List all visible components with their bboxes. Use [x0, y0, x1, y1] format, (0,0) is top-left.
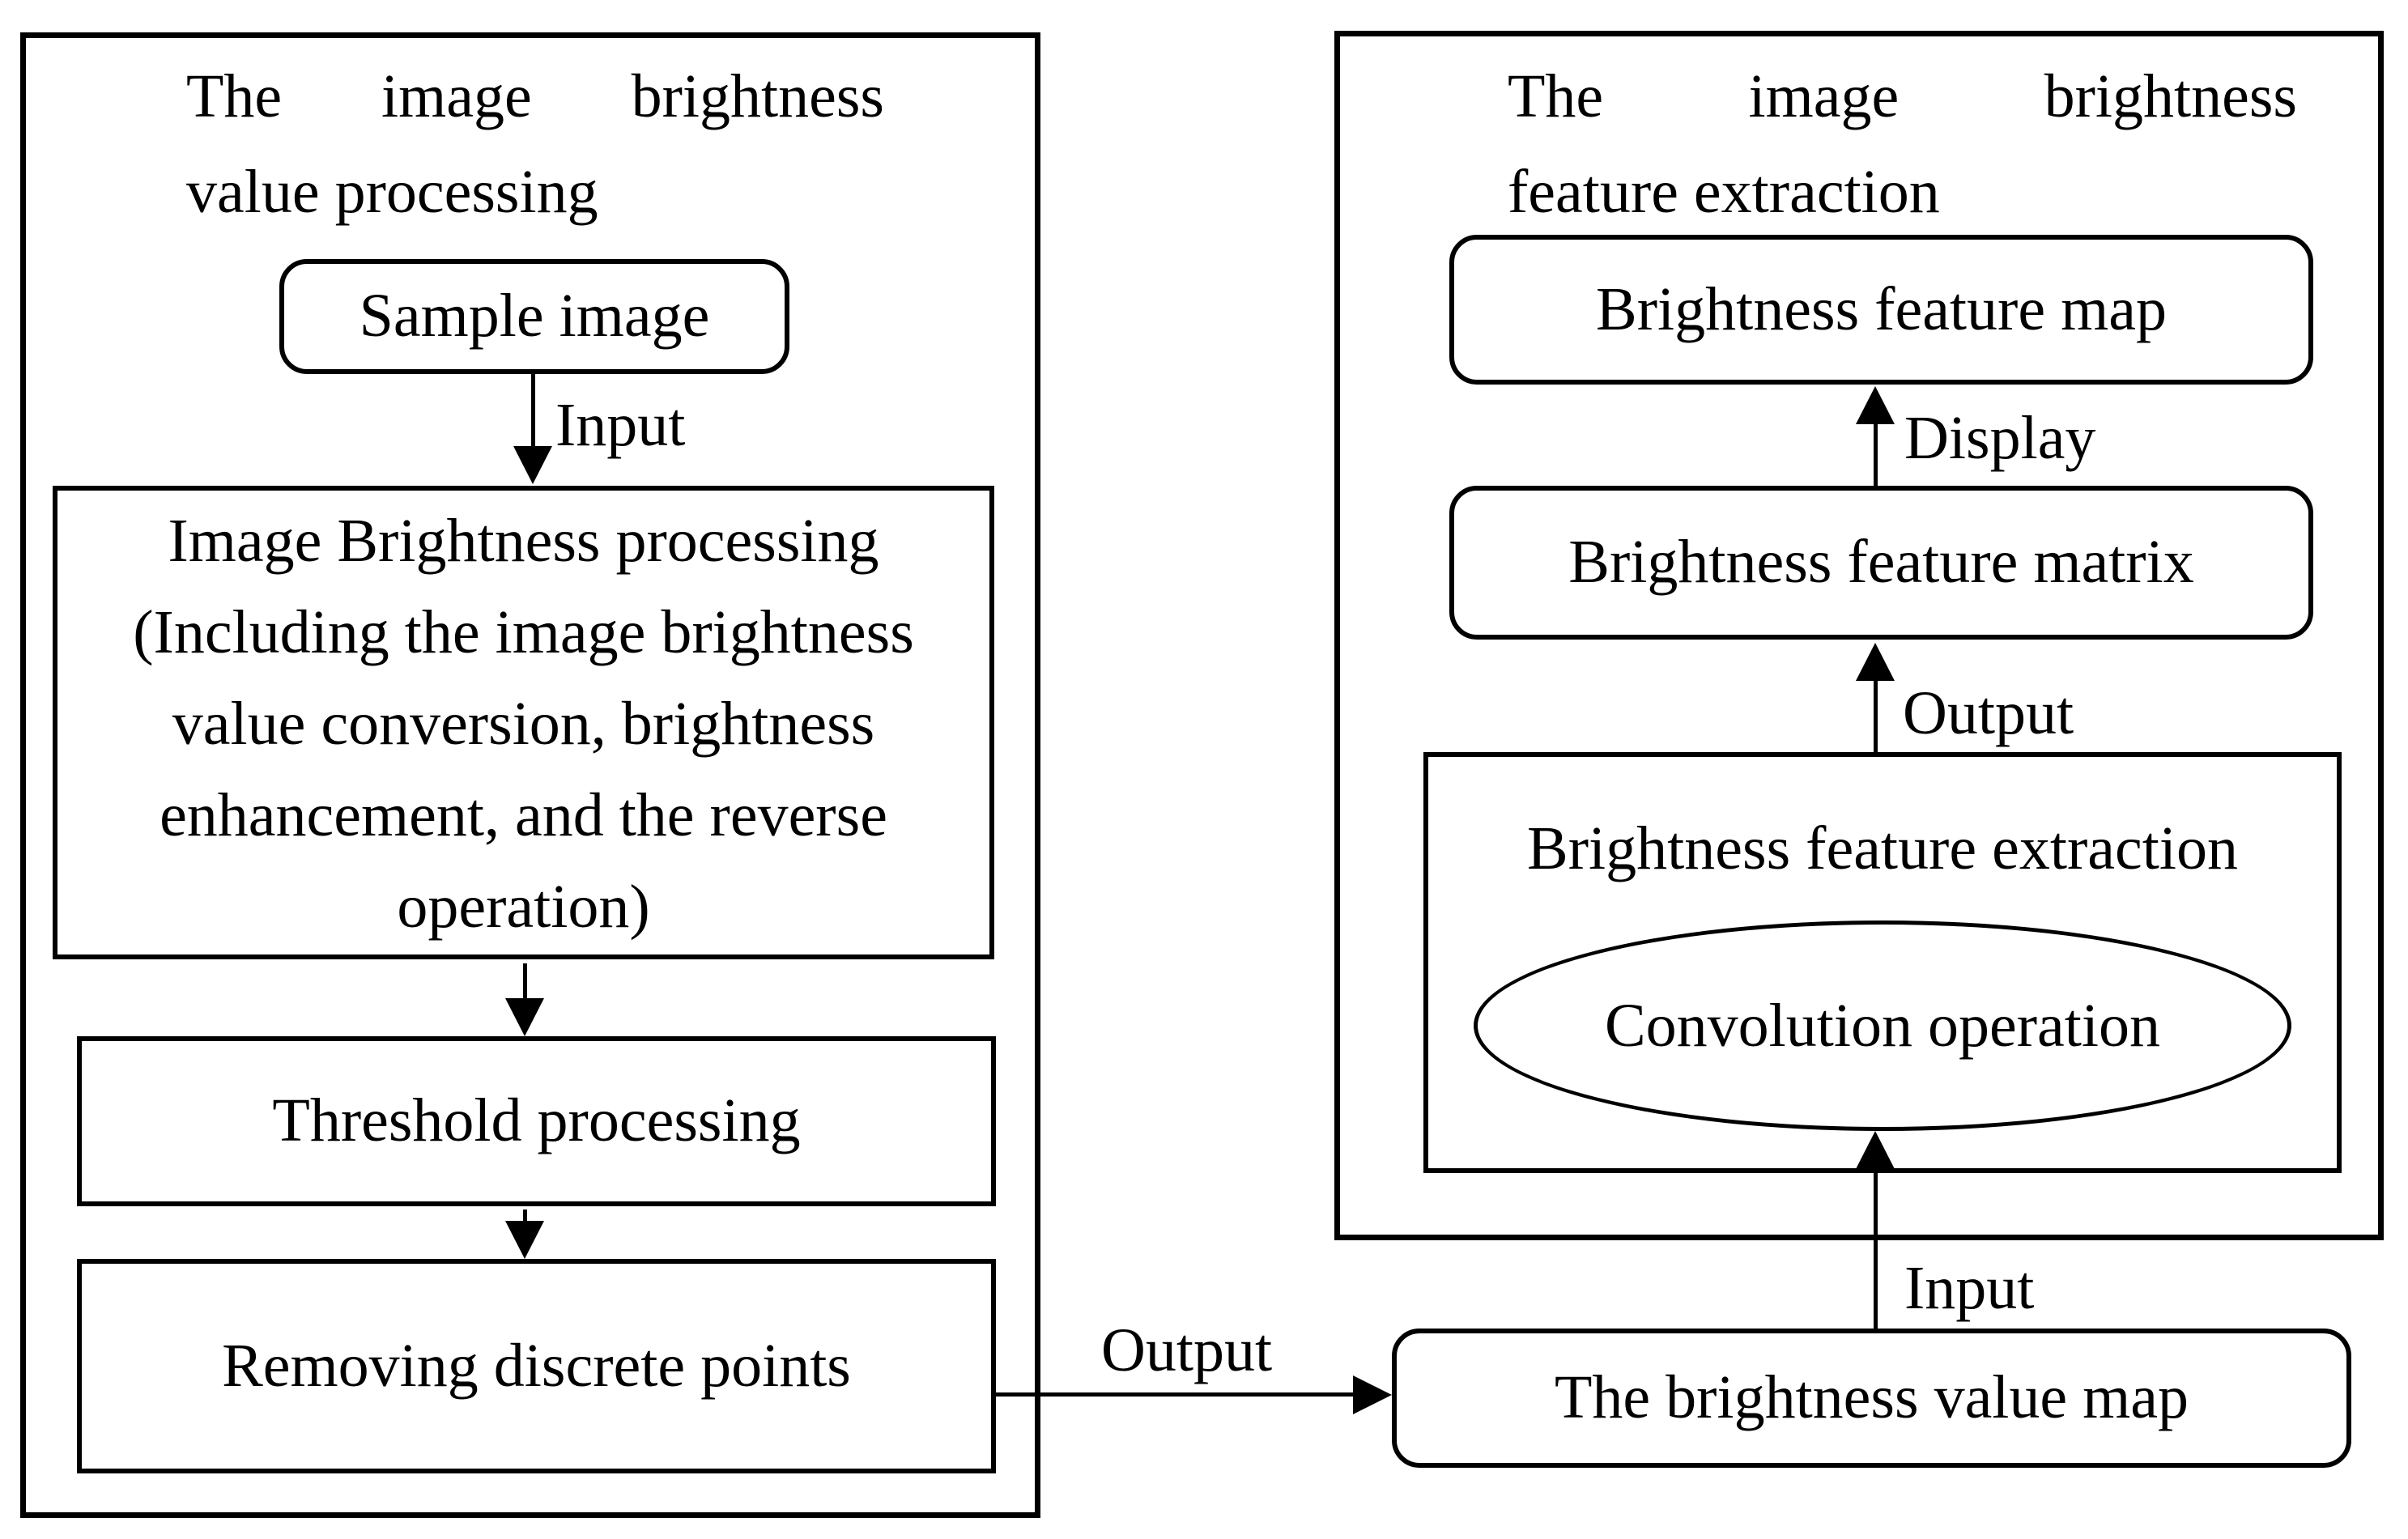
processing-to-threshold-arrowhead	[505, 998, 544, 1036]
convolution-operation-ellipse: Convolution operation	[1474, 920, 2291, 1131]
output-arrowhead-up	[1856, 643, 1895, 681]
input-arrowhead-up	[1856, 1131, 1895, 1169]
brightness-feature-map-box: Brightness feature map	[1449, 235, 2313, 385]
removing-discrete-points-label: Removing discrete points	[222, 1331, 851, 1400]
output-arrow-line	[1874, 678, 1878, 754]
output-connector-arrowhead	[1353, 1375, 1392, 1414]
display-label: Display	[1904, 404, 2096, 472]
brightness-feature-matrix-box: Brightness feature matrix	[1449, 486, 2313, 640]
display-arrow-line	[1874, 421, 1878, 487]
brightness-feature-extraction-label: Brightness feature extraction	[1527, 814, 2238, 882]
processing-box-line: value conversion, brightness	[172, 690, 875, 758]
brightness-value-map-label: The brightness value map	[1554, 1363, 2189, 1432]
brightness-feature-matrix-label: Brightness feature matrix	[1568, 528, 2194, 597]
threshold-processing-box: Threshold processing	[77, 1036, 996, 1206]
processing-box-line: Image Brightness processing	[168, 507, 879, 575]
processing-box-line: operation)	[397, 873, 650, 941]
input-label: Input	[555, 391, 686, 459]
right-panel-title-line2: feature extraction	[1508, 158, 1940, 226]
left-panel-title-line1: The image brightness	[186, 62, 884, 130]
input-arrow-line	[531, 374, 535, 451]
removing-discrete-points-box: Removing discrete points	[77, 1259, 996, 1473]
threshold-to-removing-arrow-line	[523, 1210, 527, 1226]
right-panel-title: The image brightness feature extraction	[1508, 49, 2297, 240]
output-connector-label: Output	[1101, 1316, 1273, 1384]
right-panel-title-line1: The image brightness	[1508, 62, 2297, 130]
left-panel-title: The image brightness value processing	[186, 49, 884, 240]
output-connector-line	[994, 1392, 1355, 1397]
threshold-to-removing-arrowhead	[505, 1221, 544, 1259]
left-panel-title-line2: value processing	[186, 158, 598, 226]
input-arrow-line-right	[1874, 1166, 1878, 1329]
display-arrowhead-up	[1856, 386, 1895, 424]
processing-box-line: enhancement, and the reverse	[160, 781, 887, 849]
threshold-processing-label: Threshold processing	[272, 1086, 801, 1155]
sample-image-box: Sample image	[279, 259, 789, 374]
brightness-feature-map-label: Brightness feature map	[1596, 274, 2167, 343]
image-brightness-processing-box: Image Brightness processing (Including t…	[53, 486, 994, 959]
input-label-right: Input	[1904, 1254, 2035, 1322]
sample-image-label: Sample image	[359, 282, 710, 351]
output-label: Output	[1903, 679, 2074, 747]
brightness-value-map-box: The brightness value map	[1392, 1329, 2351, 1468]
convolution-operation-label: Convolution operation	[1604, 991, 2161, 1060]
processing-box-line: (Including the image brightness	[133, 598, 914, 666]
processing-to-threshold-arrow-line	[523, 963, 527, 1002]
input-arrowhead-down	[513, 446, 552, 484]
